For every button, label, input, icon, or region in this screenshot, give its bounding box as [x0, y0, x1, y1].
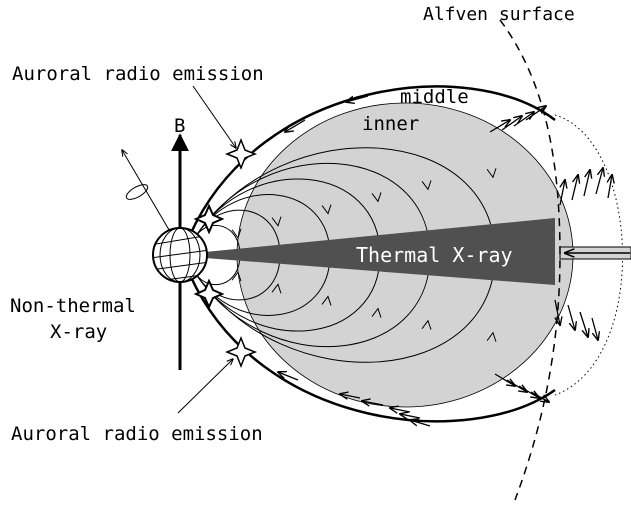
wind-arrow: [518, 385, 539, 398]
field-loop-arrow: [321, 295, 332, 306]
field-loop-arrow: [486, 331, 497, 342]
wind-arrow: [506, 379, 527, 392]
field-loop-arrow: [321, 204, 332, 215]
b-field-label: B: [174, 115, 185, 137]
field-loop-arrow: [421, 319, 432, 330]
wind-arrow: [595, 168, 603, 195]
wind-arrow: [525, 106, 546, 121]
nonthermal-star-bottom: [193, 278, 225, 310]
wind-arrow: [513, 112, 534, 127]
rotation-indicator: [125, 184, 149, 200]
middle-label: middle: [400, 86, 469, 108]
wind-arrow: [571, 175, 578, 201]
wind-arrows: [489, 106, 612, 402]
alfven-surface-label: Alfven surface: [423, 4, 575, 25]
auroral-bottom-label: Auroral radio emission: [11, 423, 263, 445]
star-globe: [152, 227, 208, 283]
field-loop-arrow: [271, 283, 282, 294]
wind-arrow: [494, 373, 515, 386]
auroral-top-pointer: [192, 85, 236, 148]
wind-arrow: [583, 170, 590, 197]
wind-arrow: [579, 311, 588, 337]
rotation-axis: [122, 150, 176, 241]
field-loop-arrow: [486, 168, 497, 179]
field-loop-arrow: [231, 228, 242, 239]
wind-arrow: [501, 116, 522, 131]
open-field-dotted: [554, 114, 624, 396]
auroral-bottom-pointer: [177, 359, 233, 414]
wind-arrow: [608, 175, 612, 199]
wind-arrow: [567, 304, 575, 330]
wind-arrow: [530, 391, 549, 402]
nonthermal-label-line2: X-ray: [50, 321, 107, 343]
auroral-top-label: Auroral radio emission: [12, 63, 264, 85]
thermal-xray-label: Thermal X-ray: [356, 243, 513, 267]
wind-arrow: [560, 180, 565, 206]
auroral-star-top: [224, 137, 258, 171]
field-loop-arrow: [371, 192, 382, 203]
middle-boundary: [188, 85, 556, 423]
field-loop-arrow: [371, 307, 382, 318]
field-loop-arrow: [271, 216, 282, 227]
wind-arrow: [591, 317, 598, 340]
thermal-xray-wedge: [205, 218, 555, 285]
alfven-surface-line: [499, 19, 561, 501]
wind-arrow: [555, 299, 560, 325]
field-loop-arrow: [231, 271, 242, 282]
boundary-flow-arrows: [278, 95, 431, 427]
nonthermal-star-top: [193, 203, 225, 235]
inner-label: inner: [362, 113, 419, 135]
nonthermal-label-line1: Non-thermal: [10, 295, 136, 317]
wind-arrow: [489, 120, 510, 133]
field-loop-arrow: [421, 180, 432, 191]
auroral-star-bottom: [224, 335, 258, 369]
